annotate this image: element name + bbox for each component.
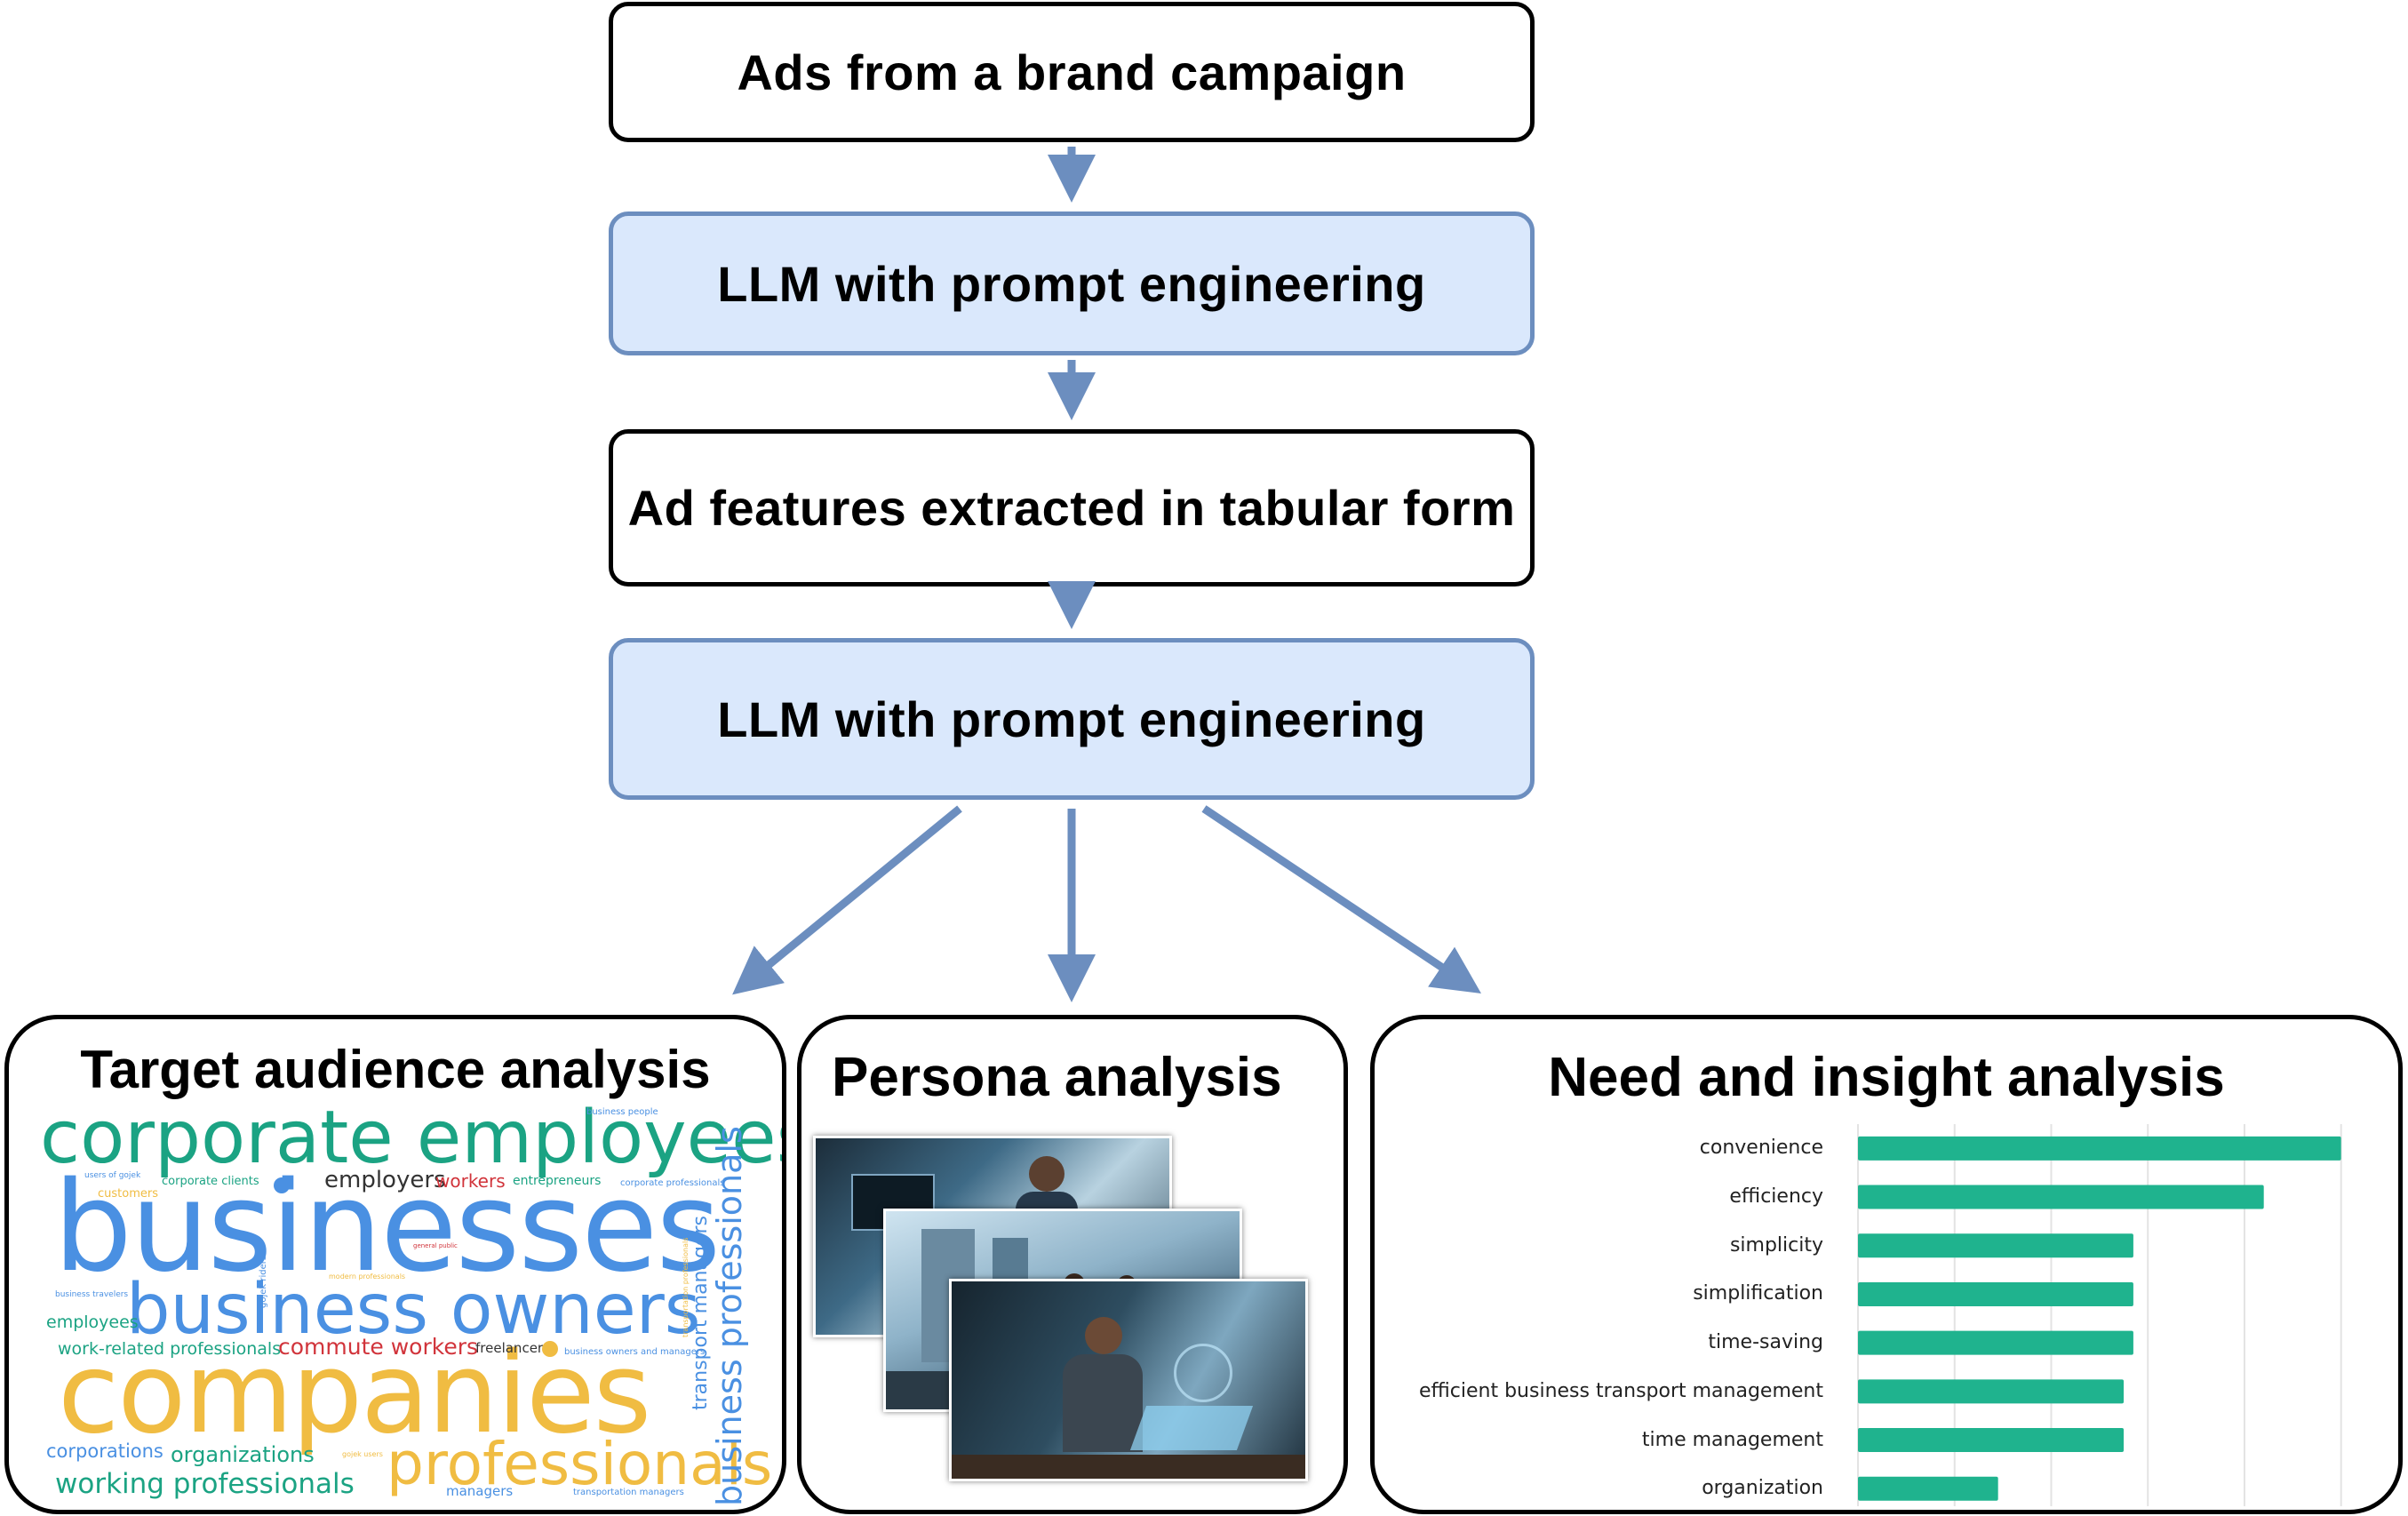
bar-label: simplicity bbox=[1729, 1233, 1823, 1257]
word: organizations bbox=[171, 1442, 315, 1467]
word: gojek riders bbox=[259, 1255, 268, 1308]
word: business owners bbox=[126, 1270, 701, 1350]
word: business travelers bbox=[55, 1290, 129, 1299]
word: managers bbox=[446, 1483, 514, 1499]
bar-convenience bbox=[1858, 1136, 2341, 1161]
word: modern professionals bbox=[329, 1273, 406, 1281]
persona-image-3 bbox=[949, 1279, 1308, 1481]
word: corporate employees bbox=[40, 1096, 786, 1180]
need-insight-panel: Need and insight analysis convenience eff… bbox=[1370, 1015, 2403, 1514]
flow-step-llm-2: LLM with prompt engineering bbox=[609, 638, 1535, 800]
arrow-right bbox=[1201, 805, 1481, 993]
word: general public bbox=[413, 1242, 458, 1249]
flow-step-ads-label: Ads from a brand campaign bbox=[737, 44, 1407, 100]
word: users of gojek bbox=[84, 1171, 141, 1180]
target-audience-title: Target audience analysis bbox=[80, 1040, 711, 1099]
word-cloud: corporate employees businesses business … bbox=[9, 1019, 782, 1510]
word: workers bbox=[435, 1170, 506, 1192]
bar-chart: convenience efficiency simplicity simplific… bbox=[1375, 1019, 2398, 1510]
word: gojek users bbox=[342, 1450, 383, 1458]
bar-label: efficiency bbox=[1729, 1185, 1823, 1209]
bar-efficient-business-transport-management bbox=[1858, 1379, 2125, 1404]
bar-label: time-saving bbox=[1708, 1331, 1823, 1354]
word: commute workers bbox=[278, 1334, 479, 1360]
bar-time-management bbox=[1858, 1428, 2125, 1453]
bar-organization bbox=[1858, 1476, 1998, 1501]
word: corporate professionals bbox=[620, 1178, 725, 1188]
word: business owners and managers bbox=[564, 1347, 706, 1357]
word: entrepreneurs bbox=[513, 1174, 602, 1188]
word: transportation managers bbox=[573, 1488, 684, 1497]
bar-efficiency bbox=[1858, 1185, 2264, 1209]
target-audience-panel: Target audience analysis corporate emplo… bbox=[4, 1015, 786, 1514]
need-insight-title: Need and insight analysis bbox=[1548, 1047, 2225, 1108]
word: employers bbox=[324, 1167, 446, 1193]
word: working professionals bbox=[55, 1468, 355, 1500]
bar-label: organization bbox=[1702, 1477, 1823, 1500]
word: transport managers bbox=[690, 1216, 712, 1410]
word: corporate clients bbox=[162, 1175, 259, 1188]
flow-step-llm-1: LLM with prompt engineering bbox=[609, 211, 1535, 355]
word: professionals bbox=[387, 1430, 773, 1498]
word: freelancers bbox=[475, 1340, 550, 1356]
word: businesses bbox=[53, 1155, 721, 1300]
word: transportation professionals bbox=[682, 1237, 690, 1337]
bar-simplicity bbox=[1858, 1233, 2133, 1258]
bar-label: efficient business transport management bbox=[1418, 1379, 1823, 1402]
word: employees bbox=[46, 1313, 139, 1332]
word: work-related professionals bbox=[58, 1339, 282, 1359]
bar-label: time management bbox=[1641, 1428, 1823, 1451]
bar-chart-plot bbox=[1857, 1124, 2342, 1506]
bar-chart-labels: convenience efficiency simplicity simplific… bbox=[1375, 1124, 1823, 1506]
word: business people bbox=[586, 1107, 658, 1117]
bar-simplification bbox=[1858, 1281, 2133, 1306]
word: customers bbox=[98, 1187, 158, 1201]
flow-step-llm-1-label: LLM with prompt engineering bbox=[717, 255, 1426, 312]
bar-label: simplification bbox=[1693, 1282, 1823, 1305]
flow-step-llm-2-label: LLM with prompt engineering bbox=[717, 690, 1426, 747]
flow-step-ads: Ads from a brand campaign bbox=[609, 2, 1535, 142]
flow-step-features: Ad features extracted in tabular form bbox=[609, 429, 1535, 586]
dot-blue bbox=[274, 1177, 290, 1193]
dot-gold bbox=[542, 1341, 558, 1357]
flow-step-features-label: Ad features extracted in tabular form bbox=[627, 480, 1516, 536]
word: corporations bbox=[46, 1440, 163, 1462]
arrow-left bbox=[732, 805, 962, 995]
persona-panel: Persona analysis bbox=[797, 1015, 1348, 1514]
persona-title: Persona analysis bbox=[832, 1047, 1282, 1108]
bar-label: convenience bbox=[1699, 1137, 1823, 1160]
bar-time-saving bbox=[1858, 1330, 2133, 1355]
